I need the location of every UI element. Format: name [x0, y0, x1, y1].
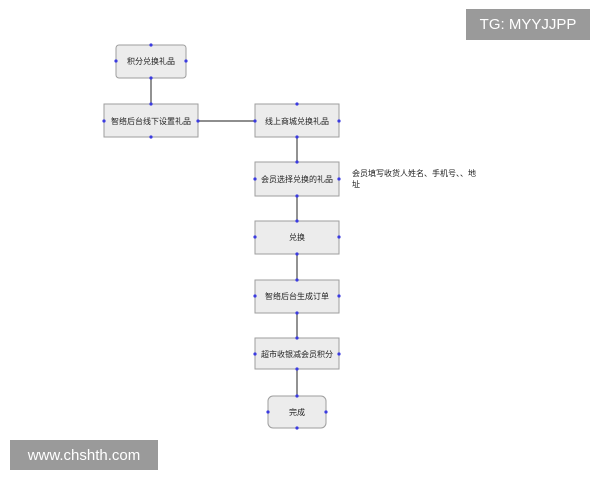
node-done: 完成	[267, 395, 327, 429]
anchor-dot	[253, 119, 257, 123]
node-exchange: 兑换	[254, 220, 340, 255]
anchor-dots	[102, 43, 341, 430]
anchor-dot	[295, 252, 299, 256]
anchor-dot	[102, 119, 106, 123]
anchor-dot	[114, 59, 118, 63]
node-exchange-label: 兑换	[289, 232, 305, 242]
anchor-dot	[337, 235, 341, 239]
node-generate-order: 智络后台生成订单	[254, 279, 340, 314]
anchor-dot	[337, 352, 341, 356]
anchor-dot	[295, 426, 299, 430]
node-redeem-gift: 积分兑换礼品	[115, 44, 187, 79]
node-deduct-points: 超市收银减会员积分	[254, 337, 340, 370]
anchor-dot	[295, 278, 299, 282]
anchor-dot	[253, 294, 257, 298]
node-redeem-gift-label: 积分兑换礼品	[127, 56, 175, 66]
anchor-dot	[295, 311, 299, 315]
anchor-dot	[266, 410, 270, 414]
node-member-select-label: 会员选择兑换的礼品	[261, 174, 333, 184]
anchor-dot	[253, 235, 257, 239]
node-online-mall-label: 线上商城兑换礼品	[265, 116, 329, 126]
anchor-dot	[253, 177, 257, 181]
tg-watermark: TG: MYYJJPP	[466, 9, 590, 40]
shipping-info-note-line1: 会员填写收货人姓名、手机号、、地	[352, 169, 476, 178]
anchor-dot	[149, 135, 153, 139]
anchor-dot	[337, 177, 341, 181]
site-watermark: www.chshth.com	[10, 440, 158, 470]
anchor-dot	[196, 119, 200, 123]
node-backend-setup-label: 智络后台线下设置礼品	[111, 116, 191, 126]
node-member-select: 会员选择兑换的礼品	[254, 161, 340, 197]
anchor-dot	[295, 194, 299, 198]
anchor-dot	[295, 219, 299, 223]
node-done-label: 完成	[289, 407, 305, 417]
shipping-info-note: 会员填写收货人姓名、手机号、、地 址	[352, 168, 502, 190]
anchor-dot	[295, 367, 299, 371]
node-deduct-points-label: 超市收银减会员积分	[261, 349, 333, 359]
anchor-dot	[295, 102, 299, 106]
anchor-dot	[295, 336, 299, 340]
node-online-mall: 线上商城兑换礼品	[254, 103, 340, 138]
node-generate-order-label: 智络后台生成订单	[265, 291, 329, 301]
anchor-dot	[253, 352, 257, 356]
anchor-dot	[184, 59, 188, 63]
anchor-dot	[337, 294, 341, 298]
anchor-dot	[295, 160, 299, 164]
node-backend-setup: 智络后台线下设置礼品	[103, 103, 199, 138]
anchor-dot	[324, 410, 328, 414]
shipping-info-note-line2: 址	[352, 180, 360, 189]
anchor-dot	[337, 119, 341, 123]
anchor-dot	[295, 135, 299, 139]
anchor-dot	[149, 43, 153, 47]
anchor-dot	[295, 394, 299, 398]
anchor-dot	[149, 102, 153, 106]
anchor-dot	[149, 76, 153, 80]
